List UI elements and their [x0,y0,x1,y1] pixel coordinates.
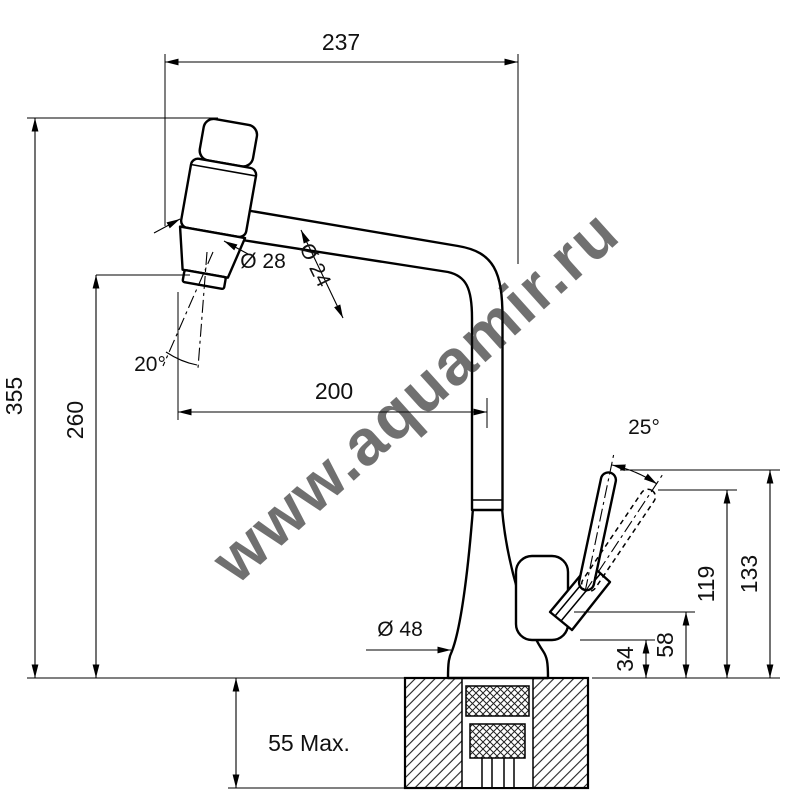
label-spout-angle: 20° [134,353,166,376]
label-base-diameter: Ø 48 [377,618,423,641]
handle-angle-arc [611,464,658,485]
label-reach: 200 [315,378,353,404]
label-handle-angle: 25° [628,416,660,439]
label-overall-height: 355 [1,377,27,415]
counter-section [403,676,590,790]
spout-angle-construction [162,251,214,369]
spout-angle-arc [165,351,198,366]
label-119: 119 [693,566,719,603]
label-top-width: 237 [322,29,360,55]
handle-assembly [514,452,664,642]
spout-axis-line [162,251,214,367]
vertical-ref-line [197,251,208,369]
label-outlet-height: 260 [62,401,88,439]
leader-head-diameter-right [223,240,249,255]
grip-groove [190,163,257,177]
mounting-shank [465,685,530,717]
label-58: 58 [652,632,678,658]
label-head-diameter: Ø 28 [240,250,286,273]
spout-pipe [240,208,504,512]
aerator [181,269,227,291]
label-counter-thickness: 55 Max. [268,730,350,756]
dim-line-pipe-diameter [300,229,344,319]
mounting-nut [469,723,526,759]
dimension-labels: 237 355 260 200 20° Ø 28 Ø 24 25° 133 11… [1,29,762,756]
dimension-lines [31,58,774,788]
extension-lines [27,54,780,789]
label-133: 133 [736,555,762,593]
leader-head-diameter-left [153,218,181,234]
label-34: 34 [612,646,638,672]
